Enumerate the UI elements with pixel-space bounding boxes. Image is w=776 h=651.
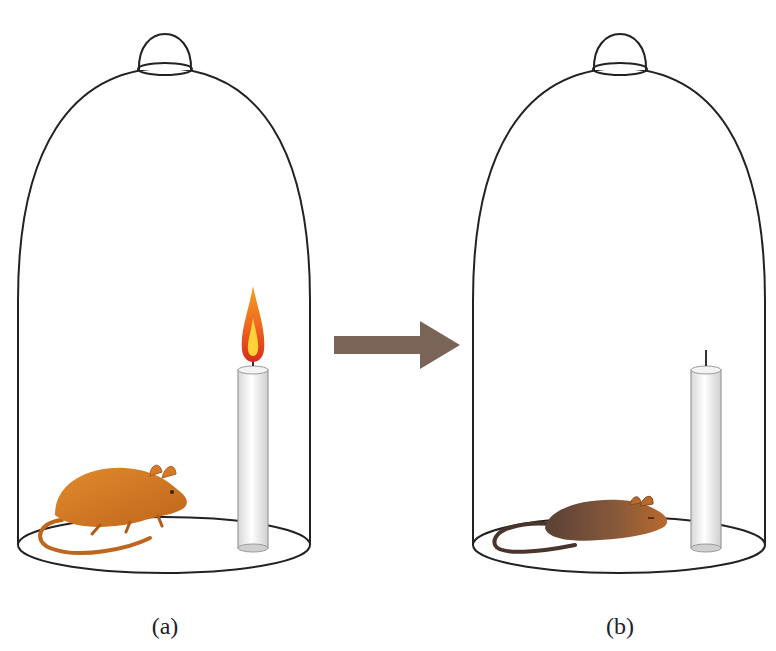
bell-jar-scene: (b)	[462, 0, 776, 651]
bell-jar-scene: (a)	[0, 0, 330, 651]
panel-label: (a)	[152, 612, 179, 641]
bell-jar	[18, 34, 310, 573]
process-arrow	[334, 321, 460, 369]
panel-label: (b)	[606, 612, 634, 641]
illustration	[0, 0, 330, 651]
rat-dead	[494, 496, 667, 551]
candle	[238, 366, 268, 552]
flame	[242, 286, 265, 366]
bell-jar	[473, 34, 765, 573]
candle	[691, 366, 721, 552]
rat-alive	[40, 465, 187, 553]
extinguished-wick	[706, 350, 707, 366]
illustration	[462, 0, 776, 651]
